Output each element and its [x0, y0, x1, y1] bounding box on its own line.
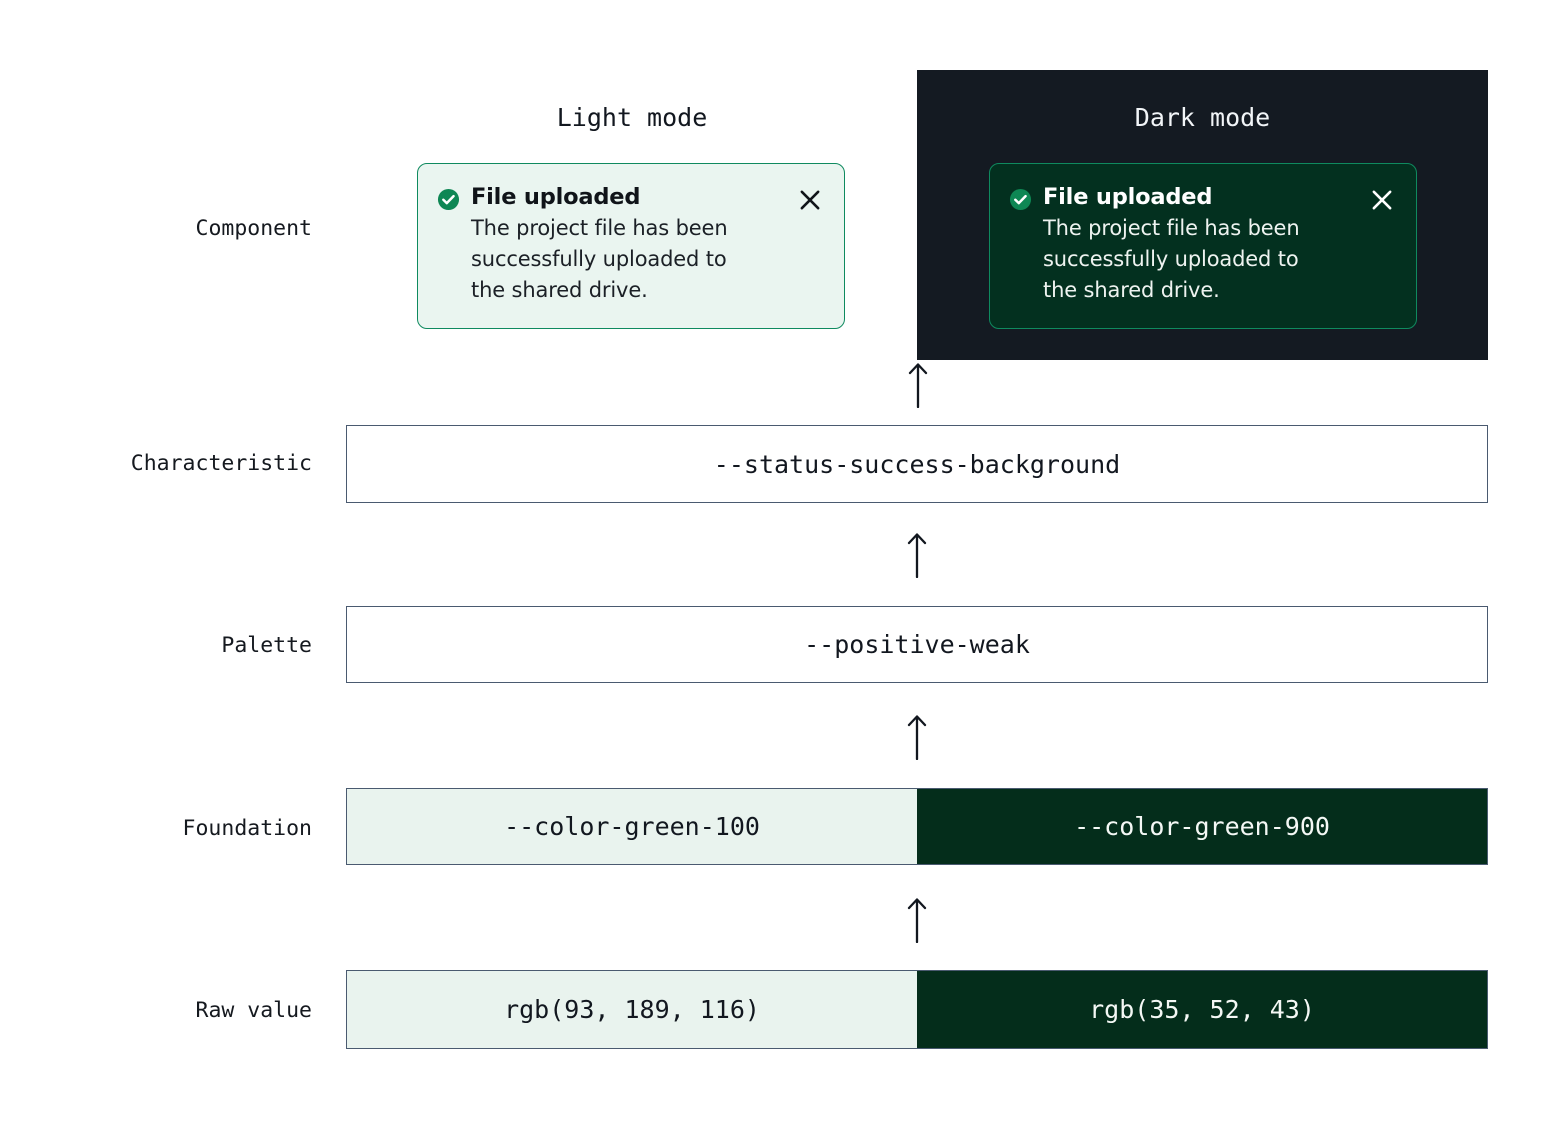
token-foundation-light[interactable]: --color-green-100 [347, 789, 917, 864]
alert-body-light: The project file has been successfully u… [471, 216, 728, 302]
token-raw-value-light[interactable]: rgb(93, 189, 116) [347, 971, 917, 1048]
token-bar-characteristic[interactable]: --status-success-background [346, 425, 1488, 503]
alert-card-light[interactable]: File uploaded The project file has been … [417, 163, 845, 329]
alert-inner-dark: File uploaded The project file has been … [1009, 183, 1396, 309]
arrow-up-icon-foundation-to-raw-value [904, 895, 930, 944]
row-label-component: Component [195, 216, 313, 241]
row-label-characteristic: Characteristic [130, 451, 312, 476]
alert-title-dark: File uploaded [1043, 184, 1213, 210]
alert-text-dark: File uploaded The project file has been … [1043, 183, 1357, 306]
token-bar-foundation: --color-green-100 --color-green-900 [346, 788, 1488, 865]
token-bar-palette[interactable]: --positive-weak [346, 606, 1488, 683]
alert-inner-light: File uploaded The project file has been … [437, 183, 824, 309]
close-icon[interactable] [796, 186, 824, 214]
close-icon[interactable] [1368, 186, 1396, 214]
check-circle-icon [1009, 188, 1032, 211]
alert-title-light: File uploaded [471, 184, 641, 210]
check-circle-icon [437, 188, 460, 211]
arrow-up-icon-characteristic-to-palette [904, 530, 930, 579]
column-header-light-mode: Light mode [556, 103, 708, 132]
arrow-up-icon-palette-to-foundation [904, 712, 930, 761]
token-bar-raw-value: rgb(93, 189, 116) rgb(35, 52, 43) [346, 970, 1488, 1049]
row-label-raw-value: Raw value [195, 998, 313, 1023]
alert-body-dark: The project file has been successfully u… [1043, 216, 1300, 302]
token-raw-value-dark[interactable]: rgb(35, 52, 43) [917, 971, 1487, 1048]
arrow-up-icon-component-to-characteristic [905, 360, 931, 409]
alert-text-light: File uploaded The project file has been … [471, 183, 785, 306]
token-foundation-dark[interactable]: --color-green-900 [917, 789, 1487, 864]
row-label-foundation: Foundation [182, 816, 312, 841]
alert-card-dark[interactable]: File uploaded The project file has been … [989, 163, 1417, 329]
column-header-dark-mode: Dark mode [1134, 103, 1271, 132]
row-label-palette: Palette [221, 633, 312, 658]
